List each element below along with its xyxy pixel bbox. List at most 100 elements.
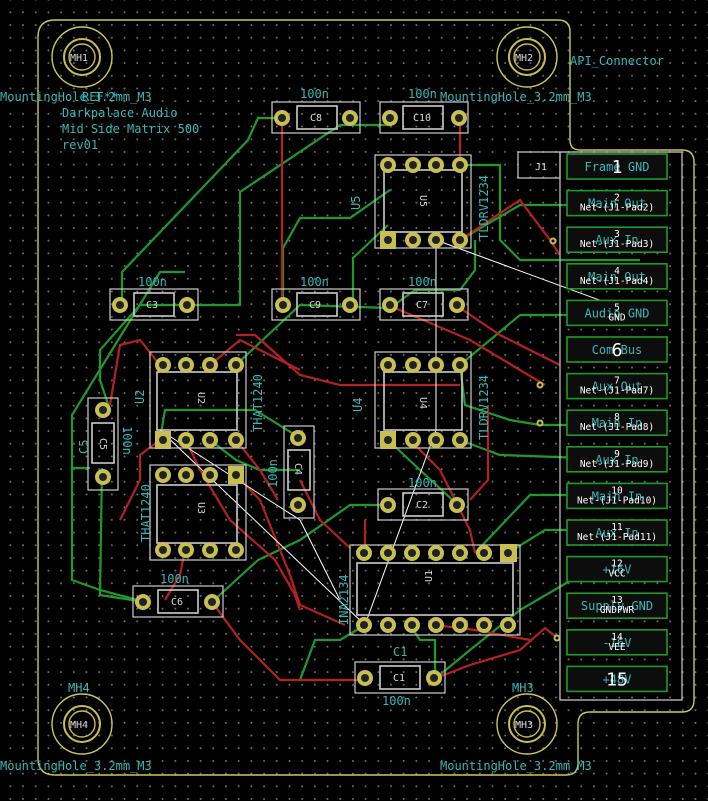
connector-pin-net: Net-(J1-Pad4): [580, 276, 654, 287]
ic-u2[interactable]: [149, 351, 247, 449]
connector-pin-number: 12: [611, 559, 622, 570]
c10-ref: C10: [413, 113, 431, 124]
connector-pin-label: Supply GND: [581, 599, 653, 613]
connector-pin-label: Audio GND: [584, 306, 649, 320]
connector-pin-net: Net-(J1-Pad11): [577, 532, 657, 543]
mh3-ref-label: MH3: [512, 681, 534, 695]
connector-pin-label: Main Out: [588, 270, 646, 284]
title-ref: REF**: [82, 90, 118, 104]
connector-pin-number: 1: [612, 157, 623, 178]
capacitor-c2[interactable]: [377, 488, 469, 521]
u1-ref: U1: [424, 570, 435, 582]
c3-value: 100n: [138, 275, 167, 289]
connector-pin-net: Net-(J1-Pad8): [580, 422, 654, 433]
u4-label: U4: [351, 398, 365, 412]
c6-value: 100n: [160, 572, 189, 586]
mounting-hole-mh4[interactable]: [51, 693, 113, 755]
c1-value: 100n: [382, 694, 411, 708]
capacitor-c10[interactable]: [379, 101, 469, 134]
mounting-hole-mh3[interactable]: [496, 693, 558, 755]
connector-pin-label: Main In: [592, 416, 643, 430]
connector-pin-net: Net-(J1-Pad7): [580, 386, 654, 397]
connector-pin-net: GND: [608, 312, 625, 323]
capacitor-c6[interactable]: [132, 585, 224, 618]
connector-pin-label: +16V: [603, 563, 632, 577]
mh2-value-label: MountingHole_3.2mm_M3: [440, 90, 592, 104]
j1-ref: J1: [535, 162, 547, 173]
c7-value: 100n: [408, 275, 437, 289]
c7-ref: C7: [416, 300, 428, 311]
vias: [536, 237, 561, 642]
connector-pin-label: Aux Out: [592, 380, 643, 394]
mh3-ref-inner: MH3: [515, 720, 533, 731]
ic-u4[interactable]: [374, 351, 472, 449]
connector-pin-label: Aux In: [595, 453, 638, 467]
c1-ref: C1: [393, 673, 405, 684]
connector-pin-number: 5: [614, 302, 620, 313]
connector-pin-net: Net-(J1-Pad2): [580, 203, 654, 214]
capacitor-c4[interactable]: [283, 425, 315, 519]
mh4-ref-inner: MH4: [70, 720, 88, 731]
u4-ref: U4: [417, 397, 428, 409]
board-edge-outline: [37, 19, 695, 776]
c5-label: C5: [77, 440, 91, 454]
connector-pin-label: +48V: [603, 672, 632, 686]
u5-value: TLDRV1234: [477, 175, 491, 240]
u2-ref: U2: [195, 392, 206, 404]
title-line-3: rev01: [62, 138, 98, 152]
connector-pin-net: Net-(J1-Pad3): [580, 239, 654, 250]
connector-pin-number: 10: [611, 485, 623, 496]
capacitor-c8[interactable]: [271, 101, 361, 134]
connector-value-label: API_Connector: [570, 54, 664, 68]
connector-pin-number: 3: [614, 229, 620, 240]
title-line-2: Mid Side Matrix 500: [62, 122, 199, 136]
u1-value: INA2134: [337, 574, 351, 625]
connector-pin-number: 2: [614, 193, 620, 204]
capacitor-c1[interactable]: [354, 661, 446, 694]
c1-label: C1: [393, 645, 407, 659]
u2-label: U2: [133, 390, 147, 404]
capacitor-c3[interactable]: [109, 288, 199, 321]
connector-pin-number: 6: [612, 340, 623, 361]
mounting-hole-mh1[interactable]: [51, 26, 113, 88]
capacitor-c9[interactable]: [271, 288, 361, 321]
connector-pin-net: VEE: [608, 642, 625, 653]
u5-label: U5: [349, 196, 363, 210]
capacitor-c5[interactable]: [87, 397, 119, 491]
connector-pin-net: VCC: [608, 569, 625, 580]
connector-pin-net: Net-(J1-Pad9): [580, 459, 654, 470]
connector-pin-label: Aux In: [595, 526, 638, 540]
mounting-hole-mh2[interactable]: [496, 26, 558, 88]
connector-pin-label: Frame GND: [584, 160, 649, 174]
capacitor-c7[interactable]: [379, 288, 469, 321]
c6-ref: C6: [171, 597, 183, 608]
connector-pin-number: 9: [614, 449, 620, 460]
c3-ref: C3: [146, 300, 158, 311]
mh1-ref-inner: MH1: [70, 53, 88, 64]
connector-pin-label: -16V: [603, 636, 632, 650]
ic-u5[interactable]: [374, 154, 472, 249]
mh4-ref-label: MH4: [68, 681, 90, 695]
connector-pin-number: 4: [614, 266, 620, 277]
u3-value: THAT1240: [139, 484, 153, 542]
ic-u1[interactable]: [349, 544, 521, 636]
front-copper-traces: [108, 118, 561, 682]
ic-u3[interactable]: [149, 464, 247, 561]
